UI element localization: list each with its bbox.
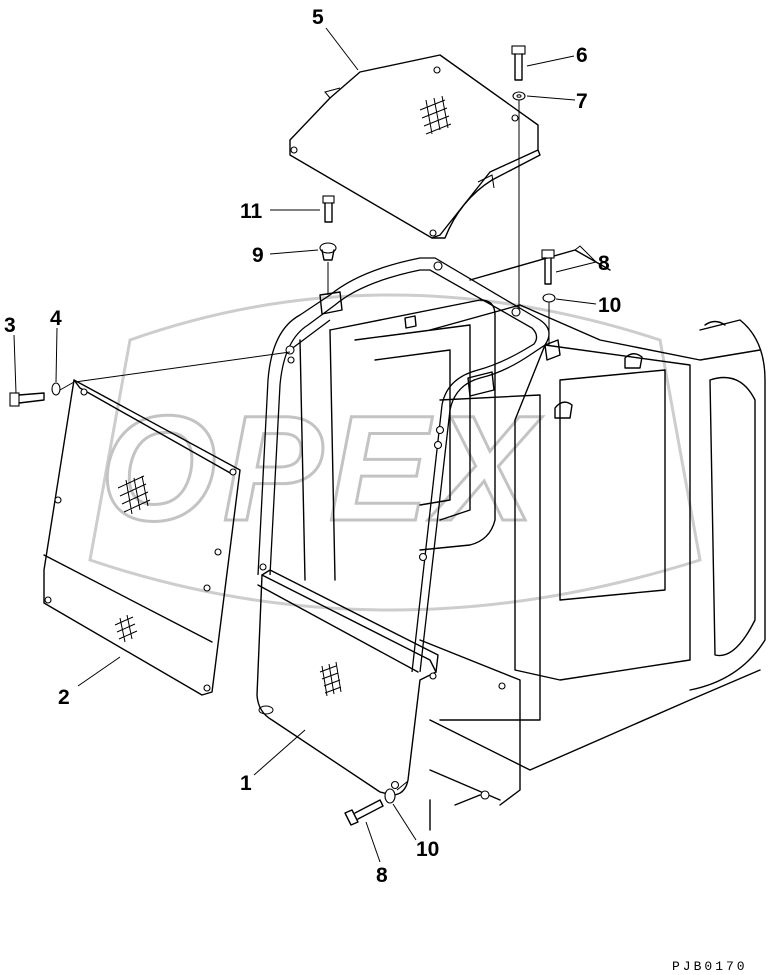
bolt-head-icon bbox=[541, 249, 555, 259]
drawing-code: PJB0170 bbox=[672, 959, 748, 974]
callout-2: 2 bbox=[58, 686, 70, 709]
callout-10-bottom: 10 bbox=[416, 838, 439, 861]
frame-bolt-hole bbox=[433, 261, 443, 271]
callout-4: 4 bbox=[50, 307, 62, 330]
bolt-8-bottom bbox=[344, 799, 384, 826]
frame-bolt-hole bbox=[511, 307, 521, 317]
callout-3: 3 bbox=[4, 314, 16, 337]
leader-lines bbox=[13, 27, 597, 863]
frame-clamp bbox=[467, 371, 495, 397]
cab-body bbox=[299, 249, 766, 831]
callout-8-top: 8 bbox=[598, 252, 610, 275]
bushing-9 bbox=[319, 242, 337, 261]
bolt-head-icon bbox=[9, 392, 20, 407]
washer-7 bbox=[512, 91, 526, 101]
bolt-head-icon bbox=[322, 195, 335, 204]
watermark-text: OPEX bbox=[100, 384, 543, 552]
callout-9: 9 bbox=[252, 244, 264, 267]
bolt-11 bbox=[322, 195, 335, 223]
watermark-gear-outline bbox=[88, 293, 702, 612]
bolt-head-icon bbox=[344, 809, 359, 826]
bolt-head-icon bbox=[511, 45, 526, 55]
frame-clamp bbox=[319, 291, 343, 315]
callout-11: 11 bbox=[240, 200, 263, 223]
guard-frame bbox=[257, 257, 561, 673]
washer-icon bbox=[384, 788, 396, 804]
mesh-icon bbox=[419, 95, 452, 135]
callout-5: 5 bbox=[312, 6, 324, 29]
guard-plate-5 bbox=[289, 54, 541, 239]
bushing-icon bbox=[319, 242, 337, 254]
bolt-shank bbox=[514, 53, 523, 81]
bolt-3 bbox=[9, 392, 45, 407]
callout-6: 6 bbox=[576, 44, 588, 67]
alignment-lines bbox=[59, 100, 550, 791]
mesh-icon bbox=[117, 475, 151, 515]
washer-4 bbox=[51, 382, 61, 396]
mesh-icon bbox=[319, 661, 342, 697]
washer-10-bottom bbox=[384, 788, 396, 804]
mesh-icon bbox=[114, 614, 138, 643]
watermark: OPEX bbox=[88, 293, 702, 612]
callout-10-top: 10 bbox=[598, 294, 621, 317]
panel-mount-hole bbox=[258, 705, 274, 715]
washer-icon bbox=[542, 293, 556, 303]
callout-1: 1 bbox=[240, 772, 252, 795]
washer-10-top bbox=[542, 293, 556, 303]
callout-8-bottom: 8 bbox=[376, 864, 388, 887]
callout-7: 7 bbox=[576, 90, 588, 113]
guard-panel-2 bbox=[43, 379, 241, 696]
bolt-6 bbox=[511, 45, 526, 81]
bolt-8-top bbox=[541, 249, 555, 285]
callout-labels: 5 6 7 11 9 8 10 3 4 2 1 8 10 bbox=[4, 6, 621, 887]
frame-clamp bbox=[544, 339, 561, 361]
washer-icon bbox=[51, 382, 61, 396]
washer-icon bbox=[512, 91, 526, 101]
